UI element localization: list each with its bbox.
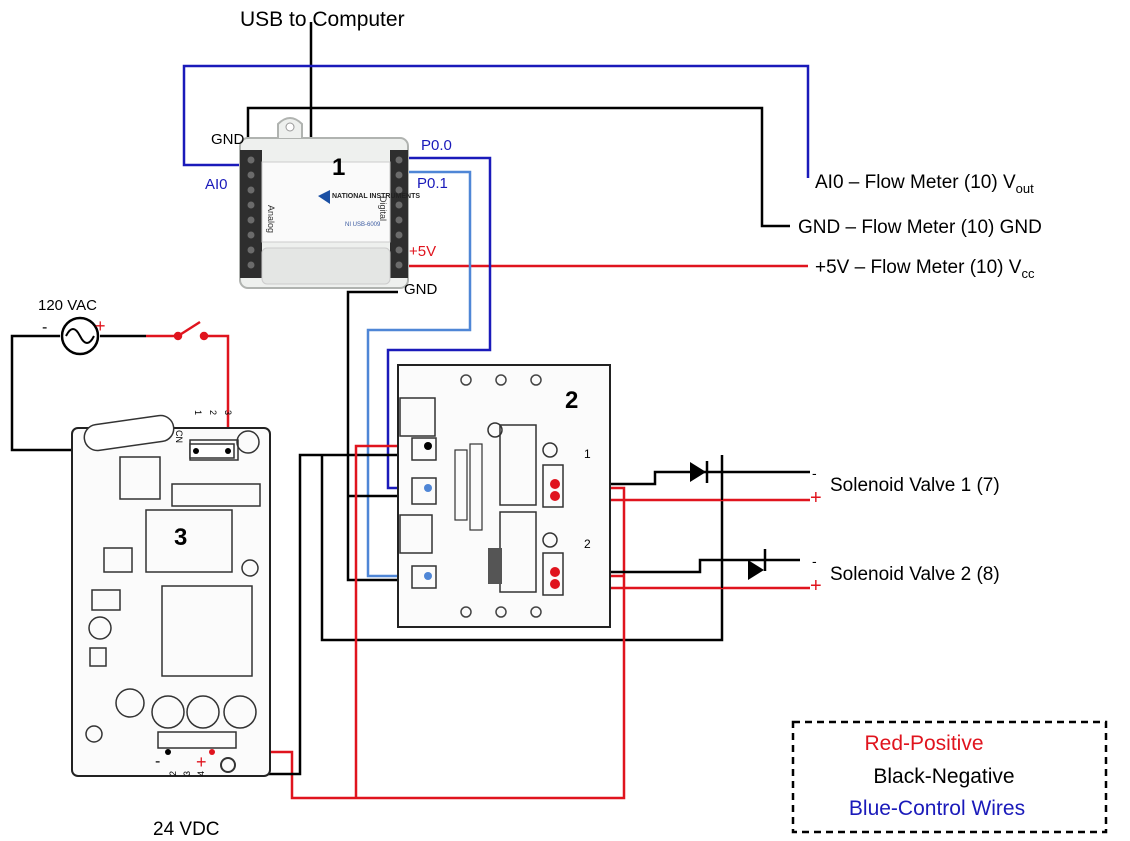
legend-positive: Red-Positive: [864, 732, 983, 755]
sol2-minus: -: [812, 553, 817, 569]
psu-pin-bottom-2: 2: [168, 771, 178, 776]
terminal-pin: [395, 156, 403, 164]
labels: USB to Computer GND AI0 P0.0 P0.1 +5V GN…: [38, 8, 1042, 840]
terminal-pin: [395, 231, 403, 239]
vac-label: 120 VAC: [38, 297, 97, 314]
flow-vout-label: AI0 – Flow Meter (10) Vout: [815, 172, 1034, 196]
terminal-pin: [395, 216, 403, 224]
psu-pin-top-2: 2: [208, 410, 218, 415]
sol1-label: Solenoid Valve 1 (7): [830, 475, 1000, 496]
daq-device: NATIONAL INSTRUMENTS NI USB-6009 Analog …: [239, 117, 420, 289]
relay-board: 2 1 2: [397, 364, 611, 628]
legend-negative: Black-Negative: [873, 765, 1014, 788]
relay-channel-1: 1: [584, 447, 591, 461]
gnd-top-label: GND: [211, 131, 245, 148]
terminal-pin: [247, 186, 255, 194]
diode-2: [721, 549, 767, 588]
wire-p01-control: [366, 170, 472, 578]
ac-plus: +: [95, 316, 106, 336]
wire-daq-gnd: [346, 290, 412, 582]
psu-plus: +: [196, 752, 207, 772]
relay-number: 2: [565, 387, 578, 414]
p00-label: P0.0: [421, 137, 452, 154]
terminal-pin: [395, 171, 403, 179]
terminal-pin: [395, 246, 403, 254]
wire-ai0-flow-meter: [182, 64, 810, 178]
usb-label: USB to Computer: [240, 8, 405, 31]
ac-switch: [173, 320, 209, 341]
wire-24v-positive: [212, 486, 626, 800]
ai0-label: AI0: [205, 176, 228, 193]
terminal-pin: [247, 171, 255, 179]
sol1-minus: -: [812, 465, 817, 481]
daq-brand: NATIONAL INSTRUMENTS: [332, 193, 420, 200]
ac-source: [60, 316, 100, 356]
wire-ac-positive: [146, 334, 230, 450]
relay-channel-2: 2: [584, 537, 591, 551]
psu-pin-top-1: 1: [193, 410, 203, 415]
sol2-label: Solenoid Valve 2 (8): [830, 564, 1000, 585]
daq-pins-right: [395, 156, 403, 269]
power-supply: 3 CN 1 2 3 2 3 4: [71, 410, 271, 777]
psu-minus: -: [155, 753, 160, 770]
p01-label: P0.1: [417, 175, 448, 192]
gnd-bottom-label: GND: [404, 281, 438, 298]
terminal-pin: [395, 186, 403, 194]
flow-gnd-label: GND – Flow Meter (10) GND: [798, 217, 1042, 238]
wire-gnd-flow-meter: [246, 106, 790, 228]
terminal-pin: [395, 261, 403, 269]
terminal-pin: [247, 201, 255, 209]
terminal-pin: [247, 246, 255, 254]
wire-sol2-negative: [555, 558, 800, 574]
psu-pin-bottom-3: 3: [182, 771, 192, 776]
diode-1: [690, 461, 723, 500]
terminal-pin: [247, 261, 255, 269]
daq-number: 1: [332, 154, 345, 181]
daq-model: NI USB-6009: [345, 222, 381, 228]
legend-control: Blue-Control Wires: [849, 797, 1025, 820]
daq-digital-label: Digital: [378, 196, 388, 221]
psu-cn-label: CN: [174, 430, 184, 443]
sol2-plus: +: [810, 575, 822, 597]
plus5v-label: +5V: [409, 243, 436, 260]
wire-p00-control: [386, 156, 492, 490]
daq-analog-label: Analog: [266, 205, 276, 233]
wire-24v-positive-2: [354, 444, 412, 798]
daq-pins-left: [247, 156, 255, 269]
terminal-pin: [395, 201, 403, 209]
sol1-plus: +: [810, 487, 822, 509]
terminal-pin: [247, 216, 255, 224]
psu-number: 3: [174, 524, 187, 551]
ac-minus: -: [42, 319, 47, 336]
vdc-label: 24 VDC: [153, 819, 220, 840]
flow-vcc-label: +5V – Flow Meter (10) Vcc: [815, 257, 1035, 281]
psu-pin-bottom-4: 4: [196, 771, 206, 776]
terminal-pin: [247, 231, 255, 239]
psu-pin-top-3: 3: [223, 410, 233, 415]
legend: Red-Positive Black-Negative Blue-Control…: [791, 720, 1108, 834]
terminal-pin: [247, 156, 255, 164]
